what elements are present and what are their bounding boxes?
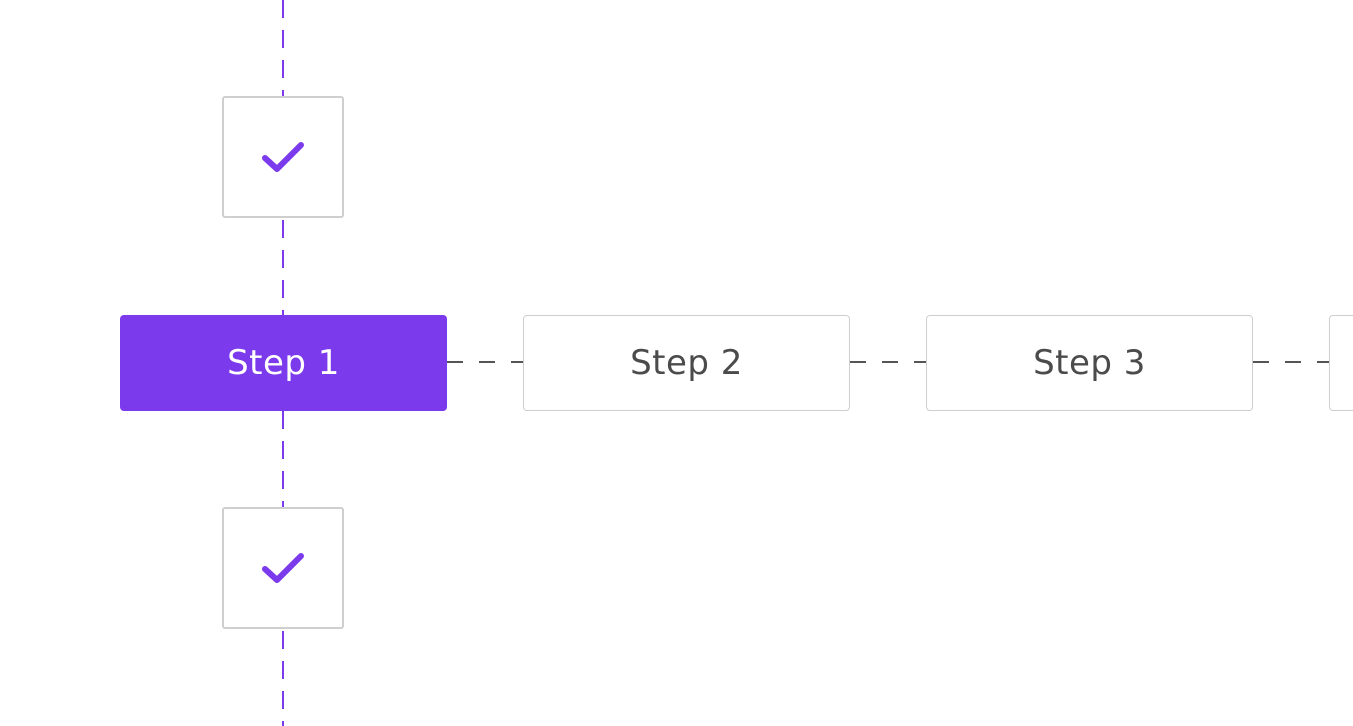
step-4-button[interactable] (1329, 315, 1353, 411)
step-label: Step 2 (630, 343, 743, 383)
check-icon (262, 553, 304, 583)
step-label: Step 1 (227, 343, 340, 383)
step-label: Step 3 (1033, 343, 1146, 383)
check-icon (262, 142, 304, 172)
step-3-button[interactable]: Step 3 (926, 315, 1253, 411)
step-1-button[interactable]: Step 1 (120, 315, 447, 411)
step-2-button[interactable]: Step 2 (523, 315, 850, 411)
check-box-top[interactable] (222, 96, 344, 218)
check-box-bottom[interactable] (222, 507, 344, 629)
